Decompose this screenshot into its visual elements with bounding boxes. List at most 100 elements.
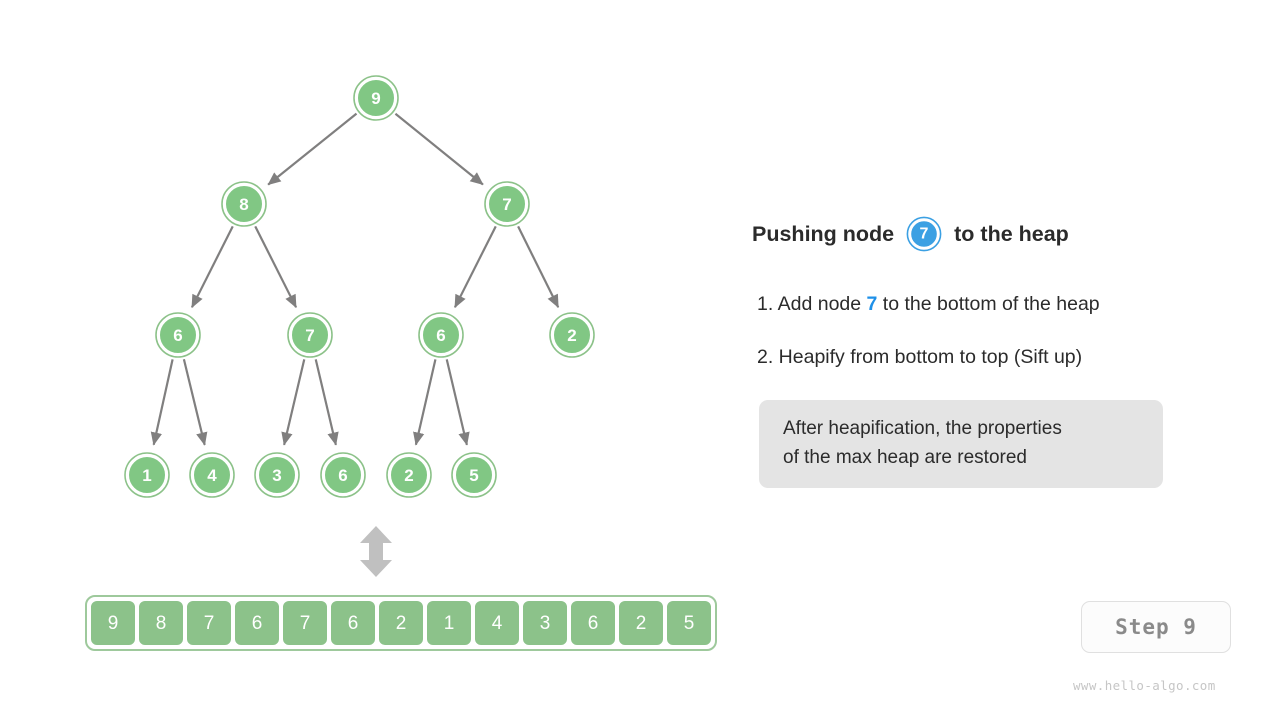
tree-edge [517, 225, 560, 309]
array-cell: 6 [569, 599, 617, 647]
array-cell-value: 1 [444, 613, 455, 634]
double-arrow-icon [360, 526, 392, 577]
tree-edge [314, 359, 339, 446]
array-cell-box [137, 599, 185, 647]
tree-edge [254, 225, 298, 309]
tree-node-circle [356, 78, 396, 118]
tree-node-value: 2 [404, 466, 413, 485]
tree-node: 4 [189, 452, 235, 498]
tree-node: 6 [418, 312, 464, 358]
step-1-prefix: 1. Add node [757, 293, 867, 315]
array-cell-box [329, 599, 377, 647]
array-frame [85, 595, 717, 651]
array-outer-frame [85, 595, 717, 651]
note-line-1: After heapification, the properties [783, 418, 1062, 439]
tree-node-circle [421, 315, 461, 355]
tree-node: 7 [287, 312, 333, 358]
tree-node: 6 [155, 312, 201, 358]
page-title: Pushing node 7 to the heap [752, 216, 1069, 252]
tree-node-value: 2 [567, 326, 576, 345]
tree-node: 6 [320, 452, 366, 498]
array-cell: 9 [89, 599, 137, 647]
tree-node-circle [552, 315, 592, 355]
tree-node: 2 [549, 312, 595, 358]
array-cell: 6 [233, 599, 281, 647]
tree-node-value: 7 [502, 195, 511, 214]
tree-node-ring [320, 452, 366, 498]
array-cell-value: 7 [300, 613, 311, 634]
highlighted-node-badge: 7 [906, 216, 942, 252]
badge-value: 7 [920, 226, 929, 243]
array-cell-value: 6 [252, 613, 263, 634]
array-cell-box [185, 599, 233, 647]
array-cell-box [233, 599, 281, 647]
tree-node-value: 7 [305, 326, 314, 345]
note-callout: After heapification, the properties of t… [759, 400, 1163, 488]
array-cell: 2 [617, 599, 665, 647]
headline-prefix: Pushing node [752, 221, 895, 246]
tree-node-value: 6 [338, 466, 347, 485]
tree-node-value: 6 [436, 326, 445, 345]
tree-node-ring [484, 181, 530, 227]
array-cell-value: 5 [684, 613, 695, 634]
tree-node: 5 [451, 452, 497, 498]
tree-node-value: 3 [272, 466, 281, 485]
equivalence-arrow [360, 526, 392, 577]
tree-edge [445, 359, 470, 446]
array-cell: 5 [665, 599, 713, 647]
tree-node-value: 1 [142, 466, 151, 485]
array-cell: 3 [521, 599, 569, 647]
array-cell-value: 8 [156, 613, 167, 634]
step-1-suffix: to the bottom of the heap [877, 293, 1100, 315]
note-line-2: of the max heap are restored [783, 447, 1027, 468]
tree-edge [453, 225, 497, 309]
tree-node: 2 [386, 452, 432, 498]
tree-edge [190, 225, 234, 309]
array-cell: 7 [281, 599, 329, 647]
tree-node-circle [158, 315, 198, 355]
array-cell-value: 6 [348, 613, 359, 634]
tree-node: 3 [254, 452, 300, 498]
tree-node-circle [487, 184, 527, 224]
tree-node-ring [549, 312, 595, 358]
step-counter-badge: Step 9 [1081, 601, 1231, 653]
tree-node-value: 5 [469, 466, 478, 485]
tree-node-circle [389, 455, 429, 495]
array-cell-value: 3 [540, 613, 551, 634]
array-cell-box [89, 599, 137, 647]
array-cell-box [569, 599, 617, 647]
array-cell-value: 2 [636, 613, 647, 634]
tree-node-circle [127, 455, 167, 495]
tree-node-ring [189, 452, 235, 498]
step-counter-label: Step 9 [1115, 615, 1197, 639]
array-cell: 8 [137, 599, 185, 647]
tree-node-circle [323, 455, 363, 495]
array-cell: 6 [329, 599, 377, 647]
tree-node-value: 4 [207, 466, 217, 485]
tree-edge [150, 359, 174, 446]
array-cell: 1 [425, 599, 473, 647]
array-cell-box [521, 599, 569, 647]
tree-node-ring [155, 312, 201, 358]
array-cell-box [665, 599, 713, 647]
tree-node-ring [386, 452, 432, 498]
array-cell-value: 2 [396, 613, 407, 634]
array-cell-box [425, 599, 473, 647]
tree-node-value: 6 [173, 326, 182, 345]
array-cell: 7 [185, 599, 233, 647]
step-item-1: 1. Add node 7 to the bottom of the heap [757, 293, 1100, 316]
tree-edge [394, 112, 484, 186]
tree-node-value: 9 [371, 89, 380, 108]
tree-node: 7 [484, 181, 530, 227]
tree-edge [267, 112, 358, 186]
tree-node: 1 [124, 452, 170, 498]
array-cell-value: 7 [204, 613, 215, 634]
watermark: www.hello-algo.com [1073, 678, 1216, 693]
array-cell-box [281, 599, 329, 647]
tree-node-ring [353, 75, 399, 121]
array-cell-box [617, 599, 665, 647]
